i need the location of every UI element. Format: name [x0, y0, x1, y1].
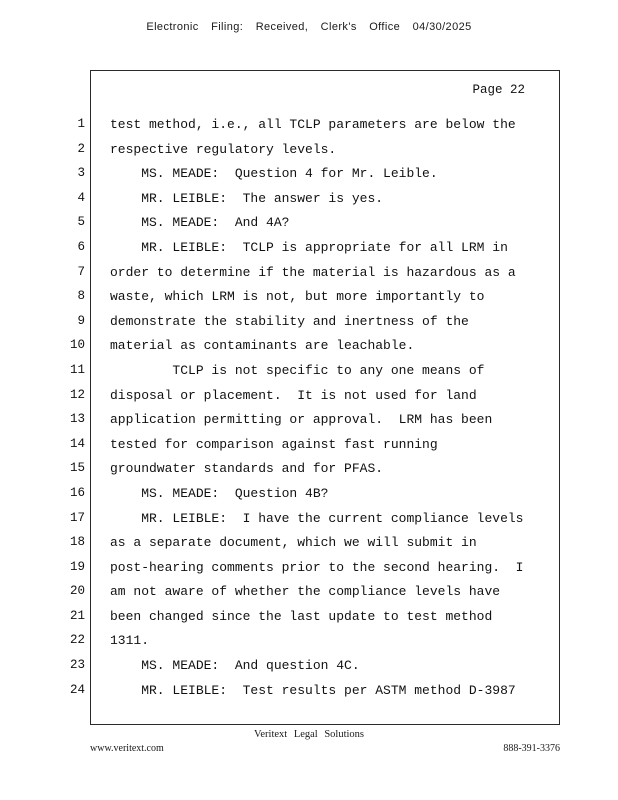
- transcript-line: 24 MR. LEIBLE: Test results per ASTM met…: [70, 678, 559, 703]
- page-number-label: Page 22: [472, 83, 525, 97]
- line-number: 1: [77, 117, 85, 131]
- line-number: 14: [69, 436, 85, 451]
- line-number: 10: [69, 338, 85, 353]
- line-text: MS. MEADE: Question 4 for Mr. Leible.: [110, 166, 438, 182]
- transcript-line: 12 disposal or placement. It is not used …: [70, 383, 559, 408]
- footer-row: www.veritext.com 888-391-3376: [90, 743, 560, 754]
- transcript-line: 9 demonstrate the stability and inertness…: [77, 309, 559, 334]
- transcript-line: 21 been changed since the last update to …: [70, 604, 559, 629]
- efiling-stamp: Electronic Filing: Received, Clerk's Off…: [146, 21, 472, 33]
- footer-phone: 888-391-3376: [503, 743, 560, 754]
- footer-brand: Veritext Legal Solutions: [253, 729, 365, 740]
- transcript-line: 6 MR. LEIBLE: TCLP is appropriate for al…: [77, 235, 559, 260]
- line-number: 6: [77, 239, 85, 254]
- line-text: MR. LEIBLE: TCLP is appropriate for all …: [110, 239, 508, 255]
- transcript-lines: 1 test method, i.e., all TCLP parameters …: [70, 112, 559, 703]
- line-text: TCLP is not specific to any one means of: [110, 362, 485, 378]
- line-text: as a separate document, which we will su…: [110, 535, 477, 551]
- transcript-line: 5 MS. MEADE: And 4A?: [77, 210, 559, 235]
- line-text: MR. LEIBLE: The answer is yes.: [110, 190, 384, 206]
- transcript-box: Page 22 1 test method, i.e., all TCLP par…: [70, 70, 560, 725]
- line-number: 4: [77, 190, 85, 205]
- line-text: groundwater standards and for PFAS.: [110, 461, 384, 477]
- line-text: am not aware of whether the compliance l…: [110, 584, 501, 600]
- transcript-line: 11 TCLP is not specific to any one means…: [70, 358, 559, 383]
- line-text: MS. MEADE: Question 4B?: [110, 485, 329, 501]
- line-text: MS. MEADE: And 4A?: [110, 215, 290, 231]
- line-number: 16: [69, 485, 85, 500]
- transcript-line: 14 tested for comparison against fast run…: [70, 432, 559, 457]
- line-number: 9: [77, 313, 85, 328]
- transcript-line: 10 material as contaminants are leachable…: [70, 333, 559, 358]
- footer-website: www.veritext.com: [90, 743, 164, 754]
- transcript-line: 18 as a separate document, which we will …: [70, 530, 559, 555]
- transcript-line: 22 1311.: [70, 628, 559, 653]
- line-number: 8: [77, 289, 85, 304]
- line-text: application permitting or approval. LRM …: [110, 412, 493, 428]
- line-text: demonstrate the stability and inertness …: [110, 313, 469, 329]
- transcript-line: 19 post-hearing comments prior to the sec…: [70, 555, 559, 580]
- line-number: 11: [69, 362, 85, 377]
- line-text: been changed since the last update to te…: [110, 608, 493, 624]
- line-text: MR. LEIBLE: I have the current complianc…: [110, 510, 524, 526]
- transcript-line: 8 waste, which LRM is not, but more impor…: [77, 284, 559, 309]
- line-number: 3: [77, 166, 85, 181]
- transcript-line: 7 order to determine if the material is h…: [77, 260, 559, 285]
- line-number: 12: [69, 387, 85, 402]
- line-number: 23: [69, 658, 85, 673]
- line-number: 17: [69, 510, 85, 525]
- line-text: respective regulatory levels.: [110, 141, 337, 157]
- transcript-line: 17 MR. LEIBLE: I have the current compli…: [70, 506, 559, 531]
- transcript-line: 16 MS. MEADE: Question 4B?: [70, 481, 559, 506]
- line-number: 21: [69, 608, 85, 623]
- transcript-line: 3 MS. MEADE: Question 4 for Mr. Leible.: [77, 161, 559, 186]
- line-text: disposal or placement. It is not used fo…: [110, 387, 477, 403]
- line-number: 2: [77, 141, 85, 156]
- line-text: 1311.: [110, 633, 150, 649]
- line-text: post-hearing comments prior to the secon…: [110, 559, 524, 575]
- transcript-line: 20 am not aware of whether the compliance…: [70, 579, 559, 604]
- line-number: 7: [77, 264, 85, 279]
- line-number: 24: [69, 682, 85, 697]
- line-text: order to determine if the material is ha…: [110, 264, 516, 280]
- line-text: material as contaminants are leachable.: [110, 338, 415, 354]
- line-text: tested for comparison against fast runni…: [110, 436, 438, 452]
- line-number: 19: [69, 559, 85, 574]
- transcript-line: 2 respective regulatory levels.: [77, 137, 559, 162]
- line-number: 20: [69, 584, 85, 599]
- transcript-line: 15 groundwater standards and for PFAS.: [70, 456, 559, 481]
- line-number: 18: [69, 535, 85, 550]
- transcript-line: 23 MS. MEADE: And question 4C.: [70, 653, 559, 678]
- line-number: 5: [77, 215, 85, 230]
- line-text: MR. LEIBLE: Test results per ASTM method…: [110, 682, 516, 698]
- line-text: test method, i.e., all TCLP parameters a…: [110, 117, 516, 132]
- line-number: 13: [69, 412, 85, 427]
- transcript-line: 13 application permitting or approval. LR…: [70, 407, 559, 432]
- line-number: 15: [69, 461, 85, 476]
- transcript-line: 4 MR. LEIBLE: The answer is yes.: [77, 186, 559, 211]
- line-number: 22: [69, 633, 85, 648]
- line-text: waste, which LRM is not, but more import…: [110, 289, 485, 305]
- transcript-line: 1 test method, i.e., all TCLP parameters …: [77, 112, 559, 137]
- line-text: MS. MEADE: And question 4C.: [110, 658, 360, 674]
